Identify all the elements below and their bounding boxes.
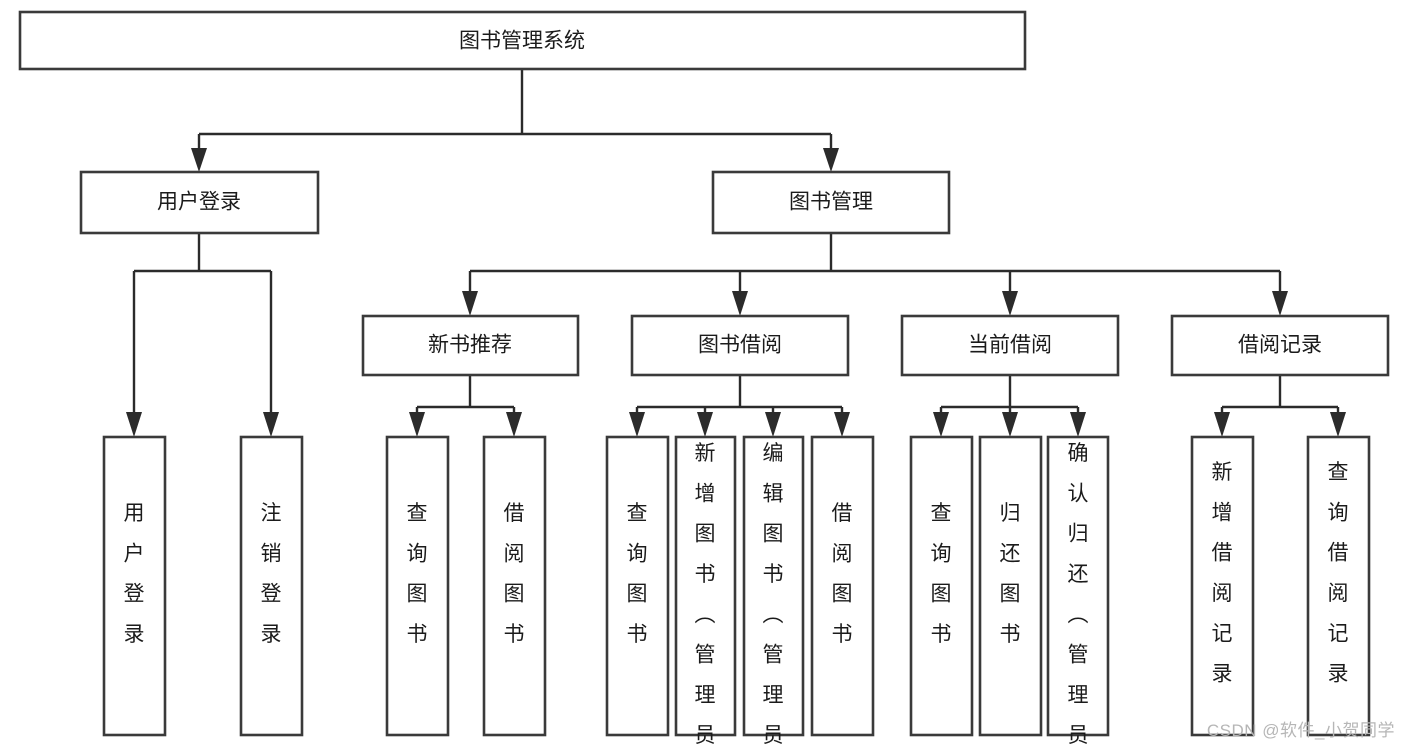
node-new-book-recommend-label: 新书推荐 — [428, 334, 512, 357]
node-leaf-query-book-1[interactable]: 查询图书 — [385, 435, 450, 737]
node-new-book-recommend[interactable]: 新书推荐 — [361, 314, 580, 377]
node-user-login[interactable]: 用户登录 — [79, 170, 320, 235]
node-leaf-borrow-book-1[interactable]: 借阅图书 — [482, 435, 547, 737]
node-leaf-borrow-book-2[interactable]: 借阅图书 — [810, 435, 875, 737]
node-leaf-query-book-1-box[interactable] — [385, 435, 450, 737]
node-current-borrow-label: 当前借阅 — [968, 334, 1052, 357]
node-borrow-record-label: 借阅记录 — [1238, 334, 1322, 357]
arrow-head-leaf-borrow-book-1 — [506, 412, 522, 437]
node-leaf-query-record-box[interactable] — [1306, 435, 1371, 737]
node-leaf-add-book-box[interactable] — [674, 435, 737, 737]
connector-layer — [126, 69, 1346, 437]
node-leaf-confirm-return[interactable]: 确认归还︵管理员︶ — [1046, 435, 1110, 747]
node-leaf-logout-login[interactable]: 注销登录 — [239, 435, 304, 737]
node-leaf-user-login[interactable]: 用户登录 — [102, 435, 167, 737]
arrow-head-leaf-edit-book — [765, 412, 781, 437]
node-leaf-add-record-box[interactable] — [1190, 435, 1255, 737]
arrow-head-borrow-record — [1272, 291, 1288, 316]
watermark-text: CSDN @软件_小贺同学 — [1206, 721, 1395, 740]
arrow-head-current-borrow — [1002, 291, 1018, 316]
node-leaf-query-book-2[interactable]: 查询图书 — [605, 435, 670, 737]
node-leaf-query-book-3-box[interactable] — [909, 435, 974, 737]
node-leaf-query-book-2-box[interactable] — [605, 435, 670, 737]
node-leaf-edit-book-box[interactable] — [742, 435, 805, 737]
node-leaf-query-book-3[interactable]: 查询图书 — [909, 435, 974, 737]
arrow-head-book-borrow — [732, 291, 748, 316]
node-leaf-query-book-2-label: 查询图书 — [627, 502, 648, 646]
node-leaf-add-book-label: 新增图书︵管理员︶ — [695, 442, 716, 747]
node-leaf-edit-book[interactable]: 编辑图书︵管理员︶ — [742, 435, 805, 747]
arrow-head-leaf-return-book — [1002, 412, 1018, 437]
node-user-login-box[interactable] — [79, 170, 320, 235]
node-current-borrow-box[interactable] — [900, 314, 1120, 377]
node-leaf-confirm-return-box[interactable] — [1046, 435, 1110, 737]
node-leaf-user-login-label: 用户登录 — [124, 502, 145, 646]
node-leaf-query-book-3-label: 查询图书 — [931, 502, 952, 646]
node-new-book-recommend-box[interactable] — [361, 314, 580, 377]
node-leaf-return-book-label: 归还图书 — [1000, 502, 1021, 646]
node-leaf-add-record-label: 新增借阅记录 — [1212, 461, 1233, 686]
node-leaf-borrow-book-2-label: 借阅图书 — [832, 502, 853, 646]
node-leaf-add-record[interactable]: 新增借阅记录 — [1190, 435, 1255, 737]
node-leaf-logout-login-box[interactable] — [239, 435, 304, 737]
node-leaf-query-book-1-label: 查询图书 — [407, 502, 428, 646]
arrow-head-leaf-query-book-1 — [409, 412, 425, 437]
node-borrow-record[interactable]: 借阅记录 — [1170, 314, 1390, 377]
node-leaf-add-book[interactable]: 新增图书︵管理员︶ — [674, 435, 737, 747]
node-book-borrow[interactable]: 图书借阅 — [630, 314, 850, 377]
node-book-management-label: 图书管理 — [789, 191, 873, 214]
node-leaf-edit-book-label: 编辑图书︵管理员︶ — [763, 442, 784, 747]
arrow-head-leaf-add-record — [1214, 412, 1230, 437]
node-leaf-query-record[interactable]: 查询借阅记录 — [1306, 435, 1371, 737]
node-root[interactable]: 图书管理系统 — [18, 10, 1027, 71]
node-user-login-label: 用户登录 — [157, 191, 241, 214]
node-book-management[interactable]: 图书管理 — [711, 170, 951, 235]
node-book-management-box[interactable] — [711, 170, 951, 235]
arrow-head-new-book-recommend — [462, 291, 478, 316]
arrow-head-leaf-query-book-3 — [933, 412, 949, 437]
node-leaf-query-record-label: 查询借阅记录 — [1328, 461, 1349, 686]
node-leaf-borrow-book-1-box[interactable] — [482, 435, 547, 737]
node-leaf-confirm-return-label: 确认归还︵管理员︶ — [1068, 442, 1089, 747]
arrow-head-leaf-add-book — [697, 412, 713, 437]
node-book-borrow-label: 图书借阅 — [698, 334, 782, 357]
node-current-borrow[interactable]: 当前借阅 — [900, 314, 1120, 377]
arrow-head-leaf-confirm-return — [1070, 412, 1086, 437]
arrow-head-leaf-query-record — [1330, 412, 1346, 437]
node-borrow-record-box[interactable] — [1170, 314, 1390, 377]
node-leaf-user-login-box[interactable] — [102, 435, 167, 737]
node-leaf-return-book[interactable]: 归还图书 — [978, 435, 1043, 737]
arrow-head-user-login — [191, 148, 207, 172]
node-leaf-borrow-book-2-box[interactable] — [810, 435, 875, 737]
arrow-head-leaf-logout-login — [263, 412, 279, 437]
arrow-head-leaf-user-login — [126, 412, 142, 437]
node-book-borrow-box[interactable] — [630, 314, 850, 377]
arrow-head-book-management — [823, 148, 839, 172]
arrow-head-leaf-query-book-2 — [629, 412, 645, 437]
node-root-label: 图书管理系统 — [459, 30, 585, 53]
node-root-box[interactable] — [18, 10, 1027, 71]
node-leaf-borrow-book-1-label: 借阅图书 — [504, 502, 525, 646]
node-leaf-logout-login-label: 注销登录 — [261, 502, 282, 646]
node-leaf-return-book-box[interactable] — [978, 435, 1043, 737]
leaf-node-layer: 用户登录 注销登录 查询图书 借阅图书 查询图书 新增图书︵管理员︶ — [102, 435, 1371, 747]
arrow-head-leaf-borrow-book-2 — [834, 412, 850, 437]
